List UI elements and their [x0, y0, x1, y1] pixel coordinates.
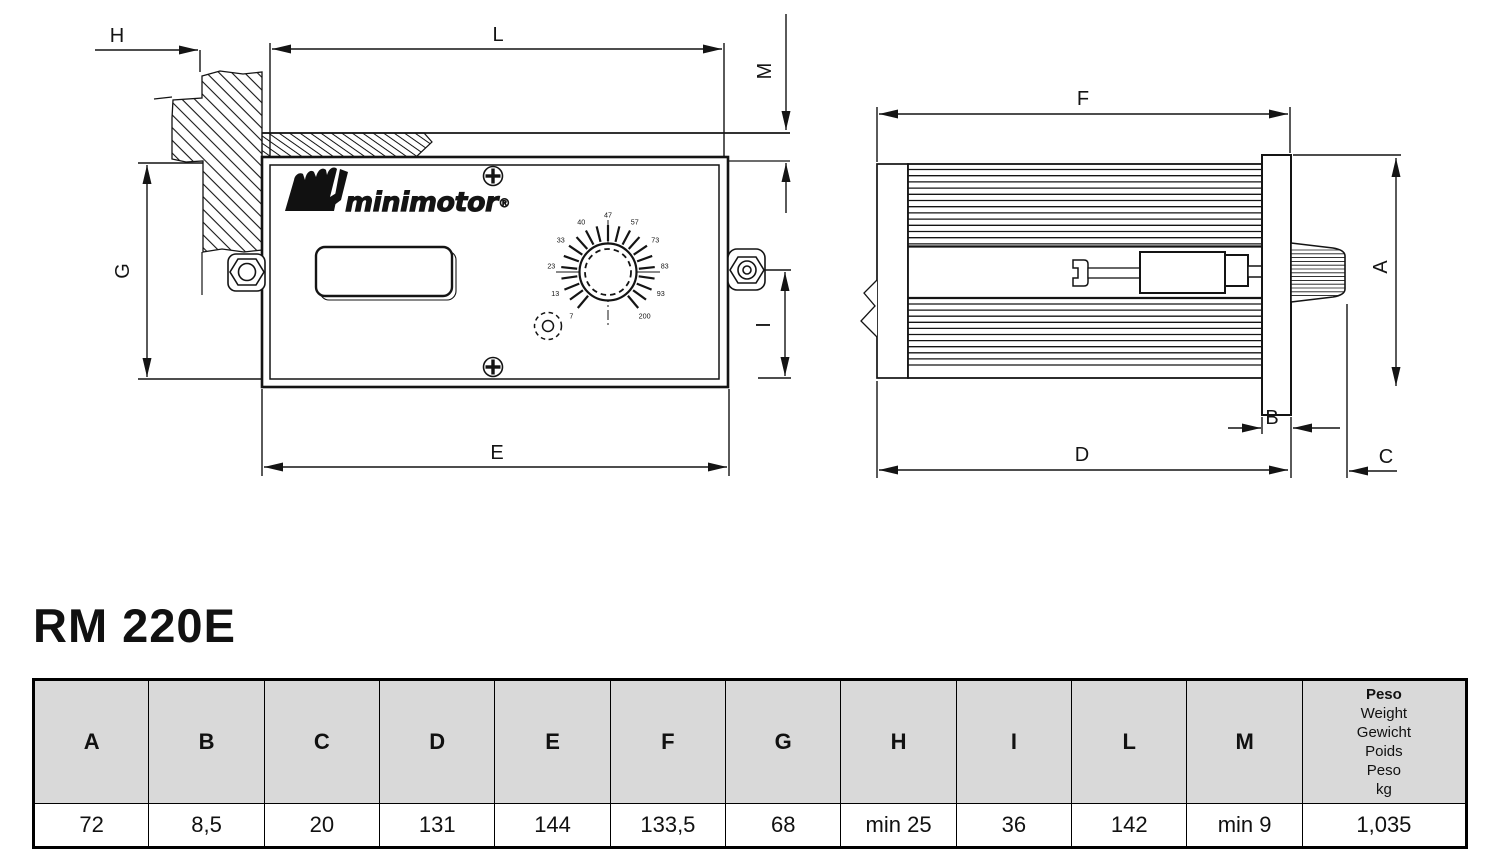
value-b: 8,5 [148, 803, 265, 848]
table-value-row: 72 8,5 20 131 144 133,5 68 min 25 36 142… [32, 803, 1468, 848]
screw-top-icon [482, 165, 504, 187]
weight-label-fr: Poids [1365, 743, 1403, 760]
dimension-table: A B C D E F G H I L M Peso Weight Gewich… [32, 678, 1468, 849]
svg-text:40: 40 [577, 217, 585, 226]
weight-unit: kg [1375, 781, 1392, 798]
dim-label-h: H [110, 25, 124, 47]
right-mounting-nut [727, 248, 766, 291]
value-l: 142 [1071, 803, 1188, 848]
dim-label-m: M [754, 63, 776, 80]
value-c: 20 [263, 803, 381, 848]
cable-break-mask [861, 280, 877, 337]
page-title: RM 220E [33, 599, 236, 652]
dim-label-l: L [492, 24, 503, 46]
side-dimension-labels: F A B D C [1075, 88, 1393, 468]
col-header-c: C [263, 679, 381, 804]
dim-label-e: E [490, 442, 503, 464]
col-header-g: G [725, 679, 842, 804]
technical-drawing: minimotor ® 7 13 23 33 40 47 57 73 83 93 200 [95, 14, 1401, 478]
value-e: 144 [494, 803, 611, 848]
col-header-weight: Peso Weight Gewicht Poids Peso kg [1301, 679, 1468, 804]
brand-name: minimotor [345, 187, 500, 218]
svg-text:47: 47 [604, 211, 612, 220]
dim-label-f: F [1077, 88, 1089, 110]
dim-label-c: C [1379, 446, 1393, 468]
dim-label-g: G [112, 263, 134, 279]
front-view: minimotor ® 7 13 23 33 40 47 57 73 83 93 200 [95, 14, 791, 476]
speed-dial: 7 13 23 33 40 47 57 73 83 93 200 [547, 211, 669, 326]
svg-text:23: 23 [547, 262, 555, 271]
col-header-e: E [494, 679, 611, 804]
col-header-b: B [148, 679, 265, 804]
side-dimensions [876, 107, 1401, 478]
wall-break-line [153, 96, 173, 100]
weight-label-en: Weight [1360, 705, 1408, 722]
weight-label-de: Gewicht [1356, 724, 1411, 741]
dial-ticks [561, 225, 655, 309]
dial-knurl [584, 248, 632, 296]
wall-strip-section [261, 132, 433, 158]
front-bezel [1261, 154, 1292, 416]
col-header-i: I [955, 679, 1073, 804]
side-view: F A B D C [860, 88, 1401, 478]
knob-knurl [1291, 249, 1345, 297]
svg-text:57: 57 [631, 217, 639, 226]
knob-side [1290, 242, 1346, 303]
dim-label-d: D [1075, 444, 1089, 466]
clamp-screw [1072, 251, 1263, 294]
wall-section [171, 70, 263, 253]
value-h: min 25 [840, 803, 957, 848]
weight-label-it: Peso [1365, 686, 1402, 703]
svg-text:7: 7 [569, 311, 573, 320]
value-f: 133,5 [609, 803, 727, 848]
trimmer-hole [533, 311, 563, 341]
minimotor-logo-icon [285, 167, 348, 211]
svg-text:200: 200 [639, 311, 651, 320]
left-mounting-nut [227, 253, 266, 292]
weight-label-es: Peso [1366, 762, 1401, 779]
svg-text:33: 33 [557, 236, 565, 245]
value-i: 36 [955, 803, 1073, 848]
dial-knob [578, 242, 638, 302]
value-a: 72 [32, 803, 150, 848]
col-header-d: D [379, 679, 496, 804]
panel-inner [269, 164, 720, 380]
svg-text:73: 73 [651, 236, 659, 245]
front-dimensions [95, 14, 791, 476]
value-m: min 9 [1186, 803, 1303, 848]
dim-label-b: B [1265, 407, 1278, 429]
col-header-h: H [840, 679, 957, 804]
value-weight: 1,035 [1301, 803, 1468, 848]
display-window [314, 245, 454, 298]
svg-text:13: 13 [551, 289, 559, 298]
col-header-f: F [609, 679, 727, 804]
dim-label-a: A [1370, 260, 1392, 274]
rear-cap [876, 163, 909, 379]
screw-bottom-icon [482, 356, 504, 378]
svg-text:93: 93 [657, 289, 665, 298]
dial-scale-labels: 7 13 23 33 40 47 57 73 83 93 200 [547, 211, 668, 321]
table-header-row: A B C D E F G H I L M Peso Weight Gewich… [32, 679, 1468, 804]
value-d: 131 [379, 803, 496, 848]
col-header-m: M [1186, 679, 1303, 804]
dim-label-i: I [753, 322, 775, 328]
value-g: 68 [725, 803, 842, 848]
cooling-fins [908, 168, 1262, 366]
svg-text:83: 83 [661, 262, 669, 271]
col-header-l: L [1071, 679, 1188, 804]
front-dimension-labels: H L M G E I [110, 24, 776, 464]
cable-break [860, 279, 878, 338]
col-header-a: A [32, 679, 150, 804]
registered-mark: ® [500, 196, 509, 210]
